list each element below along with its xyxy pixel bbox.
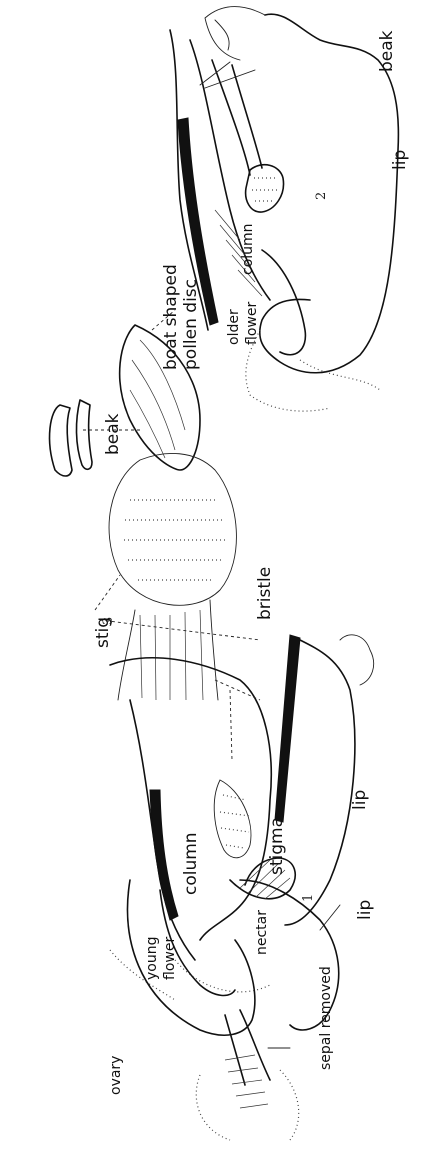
- fig3-body-stipple: [124, 500, 225, 580]
- label-fig2-lip: lip: [390, 150, 410, 170]
- fig2-base-fringe: [246, 330, 380, 411]
- fig1-stigma-zone: [214, 780, 251, 858]
- fig3-beak-prongs: [50, 400, 92, 476]
- label-fig3-boat-shaped: boat shaped: [161, 264, 181, 370]
- label-fig1b-ovary: ovary: [108, 1056, 124, 1095]
- fig1-dark-stripe: [150, 790, 178, 920]
- label-fig1-young: young: [144, 937, 160, 980]
- fig1b-stem: [225, 1010, 270, 1085]
- fig1-internal-dash: [215, 680, 260, 760]
- fig1b-base-fringe: [196, 1070, 298, 1140]
- fig1-stig-leader: [95, 575, 260, 640]
- label-fig1b-sepal-removed: sepal removed: [318, 966, 334, 1070]
- fig3-stalk-hatching: [140, 610, 203, 700]
- label-fig3-pollen-disc: pollen disc: [181, 279, 201, 370]
- label-fig2-older: older: [226, 309, 242, 345]
- figure-2-older-flower: [170, 7, 398, 411]
- fig1b-lip-leader: [320, 905, 340, 930]
- label-fig2-beak: beak: [377, 30, 397, 72]
- fig1-bristle-stripe: [275, 635, 300, 822]
- label-fig1-flower: flower: [162, 937, 178, 980]
- fig2-knob-stipple: [252, 178, 278, 201]
- fig2-beak-leaders: [200, 62, 255, 88]
- label-fig1-stig: stig: [93, 617, 113, 648]
- label-fig3-beak: beak: [103, 413, 123, 455]
- label-fig1-column: column: [181, 832, 201, 895]
- fig2-lip-ruffle: [205, 7, 265, 60]
- fig3-stalk: [118, 600, 218, 700]
- label-fig1-bristle: bristle: [255, 567, 275, 620]
- fig1-stigma-stipple: [220, 795, 250, 848]
- fig2-column-knob: [246, 165, 284, 212]
- fig1-column-outline: [110, 658, 271, 940]
- label-fig1-nectar: nectar: [254, 910, 270, 955]
- label-fig2-flower: flower: [244, 302, 260, 345]
- label-fig1-stigma: stigma: [267, 817, 287, 875]
- label-fig1-lip: lip: [350, 790, 370, 810]
- figure-3-pollen-disc: [50, 310, 237, 700]
- fig2-beak-shape: [212, 60, 262, 175]
- figure-1-young-flower: [95, 575, 374, 1000]
- fig2-number: 2: [314, 192, 329, 200]
- label-fig1b-lip: lip: [355, 900, 375, 920]
- figure-1-sepal-ovary: [128, 880, 340, 1140]
- label-fig2-column: column: [240, 223, 256, 275]
- fig3-stigma-body: [109, 453, 236, 605]
- fig1-number: 1: [301, 894, 316, 902]
